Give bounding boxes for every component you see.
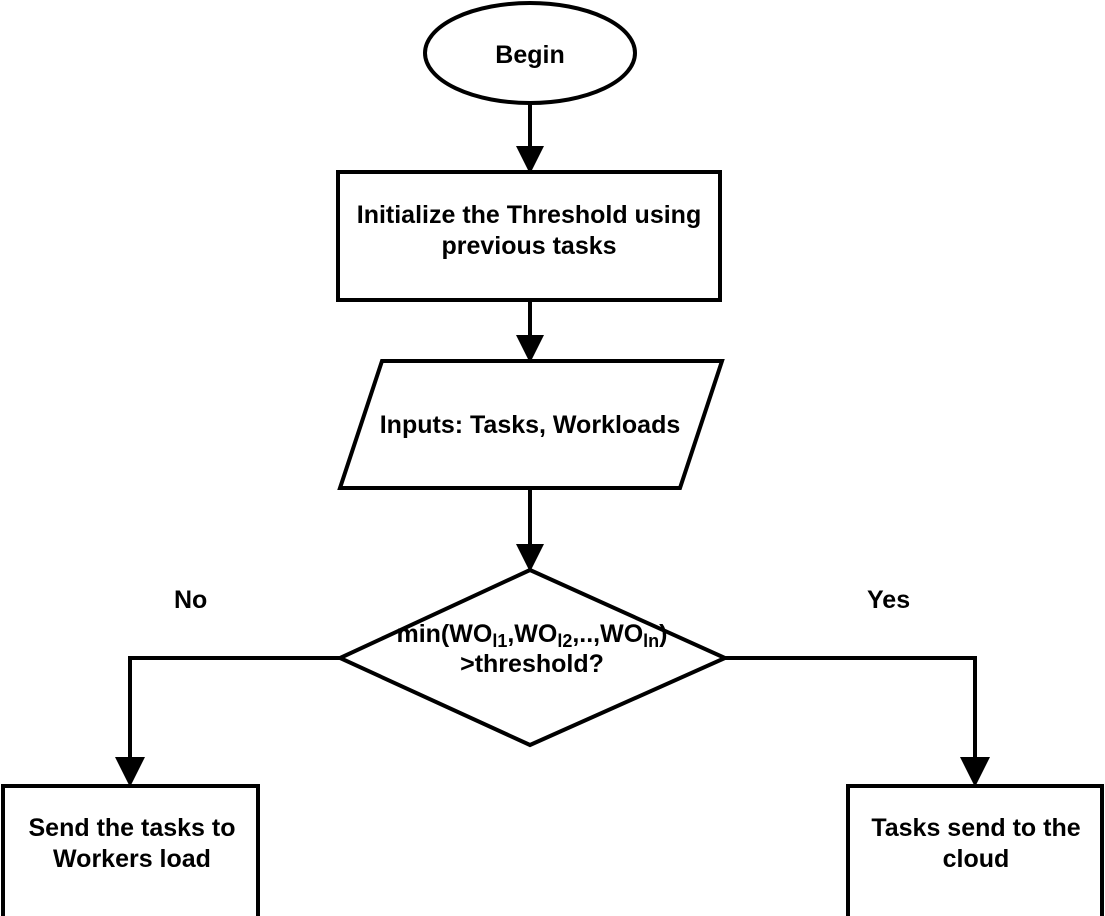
node-begin-shape[interactable]: [423, 1, 637, 105]
connector-decision-to-cloud: [725, 656, 977, 773]
arrowhead-decision-to-cloud: [960, 757, 990, 787]
node-inputs-shape[interactable]: [337, 359, 725, 490]
node-decision-shape[interactable]: [335, 567, 730, 748]
edge-label-no: No: [174, 586, 208, 614]
arrowhead-initialize-to-inputs: [516, 335, 544, 363]
node-cloud-shape[interactable]: [846, 784, 1104, 916]
connector-decision-to-workers: [128, 656, 340, 773]
node-workers-shape[interactable]: [1, 784, 260, 916]
edge-label-yes: Yes: [867, 586, 911, 614]
arrowhead-decision-to-workers: [115, 757, 145, 787]
arrowhead-inputs-to-decision: [516, 544, 544, 572]
arrowhead-begin-to-initialize: [516, 146, 544, 174]
node-initialize-shape[interactable]: [336, 170, 722, 302]
